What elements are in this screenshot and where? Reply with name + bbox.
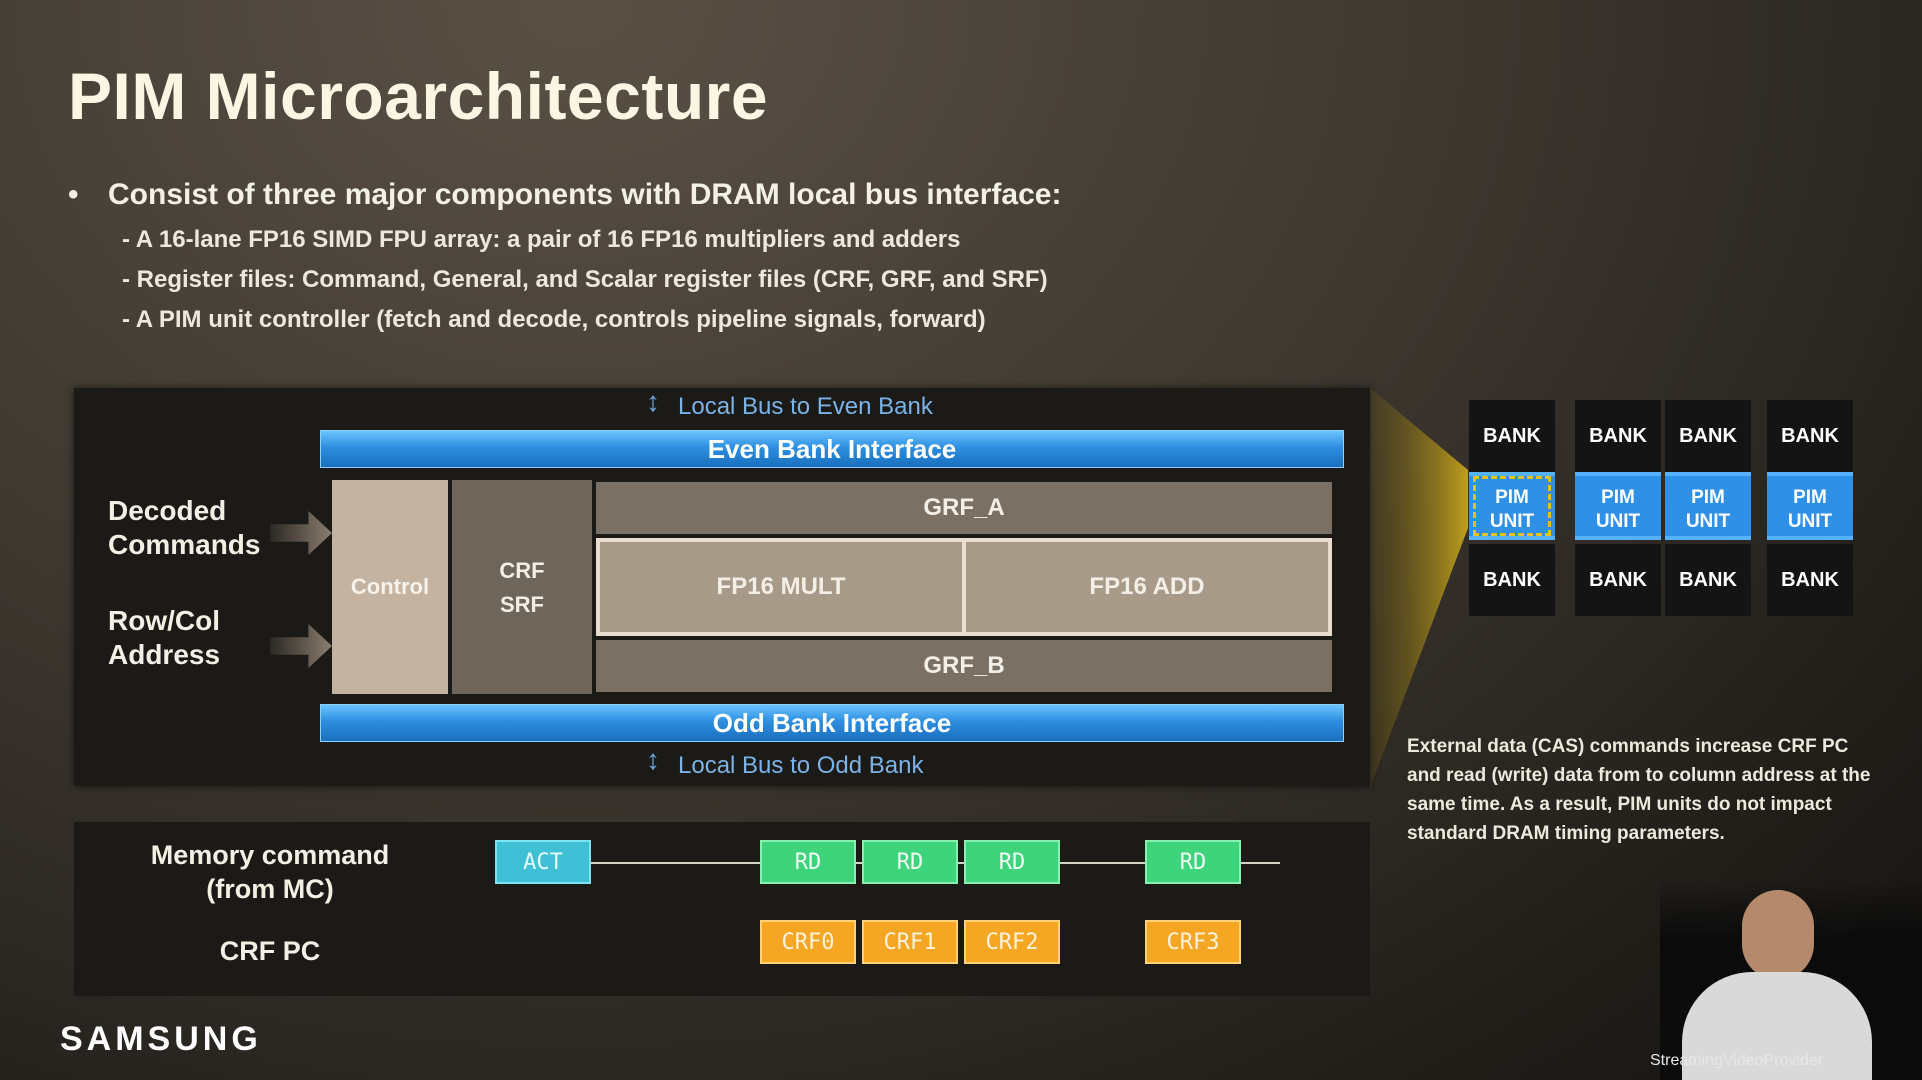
pim-unit-highlighted: PIM UNIT <box>1469 472 1555 540</box>
pim-unit: PIM UNIT <box>1665 472 1751 540</box>
updown-arrow-icon: ↕ <box>646 386 660 417</box>
grf-b-block: GRF_B <box>596 640 1332 692</box>
bank-cell: BANK <box>1575 544 1661 616</box>
crf-label: CRF <box>499 558 545 583</box>
presenter-video-inset <box>1660 880 1922 1080</box>
zoom-callout-beam <box>1370 388 1468 788</box>
bus-label-odd: Local Bus to Odd Bank <box>678 752 924 779</box>
pim-label: PIM <box>1691 487 1725 508</box>
unit-label: UNIT <box>1685 511 1731 532</box>
crf-pc-2: CRF2 <box>964 920 1060 964</box>
srf-label: SRF <box>500 592 544 617</box>
sub-item-fpu: - A 16-lane FP16 SIMD FPU array: a pair … <box>122 226 961 253</box>
timing-note: External data (CAS) commands increase CR… <box>1407 736 1871 844</box>
crf-pc-label: CRF PC <box>219 936 321 966</box>
bank-cell: BANK <box>1767 400 1853 472</box>
bank-cell: BANK <box>1469 544 1555 616</box>
bank-cell: BANK <box>1575 400 1661 472</box>
pim-label: PIM <box>1793 487 1827 508</box>
cmd-rd: RD <box>964 840 1060 884</box>
cmd-act: ACT <box>495 840 591 884</box>
cmd-rd: RD <box>1145 840 1241 884</box>
crf-srf-block: CRF SRF <box>452 480 592 694</box>
fpu-array: FP16 MULT FP16 ADD <box>596 538 1332 636</box>
updown-arrow-icon: ↕ <box>646 744 660 775</box>
grf-a-block: GRF_A <box>596 482 1332 534</box>
odd-bank-interface: Odd Bank Interface <box>320 704 1344 742</box>
sub-item-controller: - A PIM unit controller (fetch and decod… <box>122 306 986 333</box>
crf-pc-0: CRF0 <box>760 920 856 964</box>
presenter-head <box>1742 890 1814 980</box>
crf-pc-1: CRF1 <box>862 920 958 964</box>
control-block: Control <box>332 480 448 694</box>
unit-label: UNIT <box>1595 511 1641 532</box>
streaming-provider-credit: StreamingVideoProvider <box>1650 1052 1824 1069</box>
samsung-logo: SAMSUNG <box>60 1020 262 1058</box>
pim-label: PIM <box>1601 487 1635 508</box>
bullet-main: • Consist of three major components with … <box>68 178 1061 212</box>
bullet-dot-icon: • <box>68 178 79 211</box>
even-bank-interface: Even Bank Interface <box>320 430 1344 468</box>
bank-cell: BANK <box>1767 544 1853 616</box>
unit-label: UNIT <box>1489 511 1535 532</box>
input-decoded-commands: Decoded Commands <box>108 495 261 560</box>
bank-cell: BANK <box>1665 400 1751 472</box>
cmd-rd: RD <box>862 840 958 884</box>
unit-label: UNIT <box>1787 511 1833 532</box>
sub-item-registers: - Register files: Command, General, and … <box>122 266 1048 293</box>
bank-cell: BANK <box>1469 400 1555 472</box>
bullet-text: Consist of three major components with D… <box>108 178 1062 211</box>
input-row-col-address: Row/Col Address <box>108 605 221 670</box>
memory-command-line2: (from MC) <box>206 874 334 904</box>
fp16-add-block: FP16 ADD <box>966 542 1328 632</box>
bank-cell: BANK <box>1665 544 1751 616</box>
memory-command-line1: Memory command <box>150 840 390 870</box>
cmd-rd: RD <box>760 840 856 884</box>
bus-label-even: Local Bus to Even Bank <box>678 393 933 420</box>
crf-pc-3: CRF3 <box>1145 920 1241 964</box>
memory-command-label: Memory command (from MC) <box>120 838 420 906</box>
pim-unit: PIM UNIT <box>1767 472 1853 540</box>
fp16-mult-block: FP16 MULT <box>600 542 962 632</box>
pim-unit: PIM UNIT <box>1575 472 1661 540</box>
slide-title: PIM Microarchitecture <box>68 59 769 133</box>
pim-label: PIM <box>1495 487 1529 508</box>
presenter-body <box>1682 972 1872 1080</box>
